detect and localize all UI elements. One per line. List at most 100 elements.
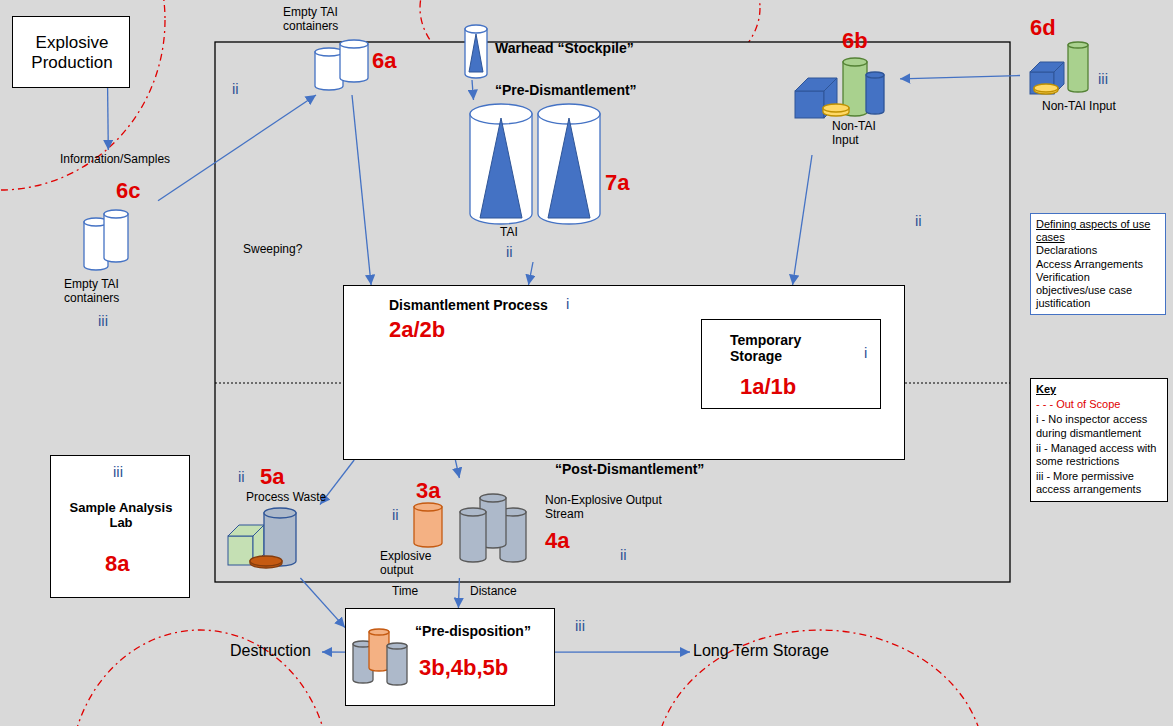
node-label: Empty TAI containers — [64, 278, 156, 306]
cylinder-top — [340, 40, 368, 48]
node-label: TAI — [500, 226, 518, 240]
cylinder-top — [414, 503, 442, 511]
out-of-scope-boundary — [70, 630, 330, 726]
box-line: ii - Managed access with some restrictio… — [1036, 442, 1162, 468]
cylinder-body — [104, 214, 128, 262]
callout-number: 3a — [416, 478, 440, 503]
phase-divider — [215, 383, 343, 384]
storage-box: Temporary Storage i 1a/1b — [701, 319, 881, 409]
access-level: iii — [98, 312, 108, 329]
zone-label: “Post-Dismantlement” — [555, 461, 704, 477]
flow-arrow — [455, 460, 459, 478]
node-label: Sample Analysis Lab — [61, 501, 181, 531]
cylinder-body — [866, 75, 884, 114]
lab-box: iiiSample Analysis Lab 8a — [50, 455, 190, 598]
access-level: i — [864, 344, 867, 361]
callout-number: 3b,4b,5b — [419, 655, 508, 680]
box-line: - - - Out of Scope — [1036, 398, 1162, 411]
flow-arrow — [472, 80, 474, 100]
cylinder-body — [460, 512, 486, 562]
access-level: ii — [392, 506, 399, 523]
node-label: Process Waste — [246, 491, 326, 505]
flow-arrow — [458, 578, 459, 608]
scope-label: Long Term Storage — [690, 640, 840, 664]
flow-arrow — [107, 88, 109, 150]
cylinder-top — [1034, 84, 1058, 92]
container-icon: Empty TAI containers6a — [280, 5, 400, 95]
callout-number: 7a — [605, 170, 629, 195]
zone-label: Time — [392, 585, 418, 599]
box-line: i - No inspector access during dismantle… — [1036, 413, 1162, 439]
cylinder-body — [315, 52, 343, 90]
callout-number: 8a — [105, 551, 129, 576]
flow-arrow — [352, 95, 371, 285]
callout-number: 2a/2b — [389, 317, 445, 342]
node-label: Temporary Storage — [730, 332, 840, 364]
facility-boundary — [215, 42, 1010, 582]
node-label: Long Term Storage — [693, 642, 829, 660]
box-line: Access Arrangements — [1036, 258, 1160, 271]
warhead-symbol — [548, 118, 590, 218]
cylinder-top — [369, 629, 389, 635]
access-level: iii — [1098, 70, 1108, 87]
cylinder-body — [538, 114, 600, 224]
access-level: iii — [575, 617, 585, 634]
container-icon: 6cEmpty TAI containers iii — [60, 178, 158, 330]
cylinder-top — [264, 508, 296, 518]
cylinder-top — [104, 210, 128, 218]
flow-arrow — [300, 578, 345, 628]
key-box: Key - - - Out of Scope i - No inspector ac… — [1030, 378, 1168, 502]
zone-label: Distance — [470, 585, 517, 599]
access-level: ii — [232, 80, 239, 97]
cylinder-body — [470, 114, 532, 224]
access-level: ii — [915, 212, 922, 229]
cylinder-top — [480, 494, 506, 502]
zone-label: Sweeping? — [243, 243, 302, 257]
box-heading: Key — [1036, 383, 1162, 396]
node-label: Explosive output — [380, 550, 446, 578]
crate-front — [795, 91, 824, 118]
cylinder-top — [1068, 42, 1088, 48]
callout-number: 6d — [1030, 15, 1056, 40]
crate-front — [228, 536, 253, 565]
callout-number: 1a/1b — [740, 374, 796, 399]
cylinder-top — [843, 58, 867, 66]
disposition-box: “Pre-disposition”3b,4b,5biii — [345, 608, 555, 706]
warhead-symbol — [480, 118, 522, 218]
output-icon: 3a iiExplosive output — [378, 478, 450, 580]
node-label: “Pre-disposition” — [415, 623, 531, 639]
stockpile-icon: Warhead “Stockpile” — [455, 22, 625, 80]
flow-arrow — [529, 262, 534, 285]
cylinder-top — [250, 556, 282, 566]
input-icon: 6diiiNon-TAI Input — [1020, 15, 1130, 125]
cylinder-body — [414, 507, 442, 547]
flow-label: Information/Samples — [55, 150, 185, 172]
node-label: Information/Samples — [60, 153, 170, 167]
box-line: Declarations — [1036, 244, 1160, 257]
box-heading: Defining aspects of use cases — [1036, 218, 1160, 244]
cylinder-top — [866, 72, 884, 78]
cylinder-top — [460, 508, 486, 516]
aspects-box: Defining aspects of use casesDeclaration… — [1030, 213, 1166, 315]
input-icon: 6bNon-TAI Input — [790, 28, 900, 155]
callout-number: 6c — [116, 178, 140, 203]
out-of-scope-boundary — [655, 630, 985, 726]
callout-number: 5a — [260, 464, 284, 489]
cylinder-body — [340, 44, 368, 82]
access-level: ii — [506, 243, 513, 260]
flow-arrow — [900, 76, 1020, 79]
cylinder-body — [369, 632, 389, 671]
flow-arrow — [793, 155, 812, 285]
phase-divider — [905, 383, 1010, 384]
access-level: ii — [620, 546, 627, 563]
illustration — [60, 178, 158, 330]
scope-label: Destruction — [226, 640, 322, 664]
cylinder-top — [823, 104, 849, 112]
output-icon: Non-Explosive Output Stream4aii — [452, 478, 700, 578]
node-label: Empty TAI containers — [283, 6, 378, 34]
warhead-symbol — [469, 34, 483, 72]
scope-box: Explosive Production — [12, 16, 130, 88]
zone-label: “Pre-Dismantlement” — [495, 82, 637, 98]
access-level: iii — [113, 463, 123, 480]
